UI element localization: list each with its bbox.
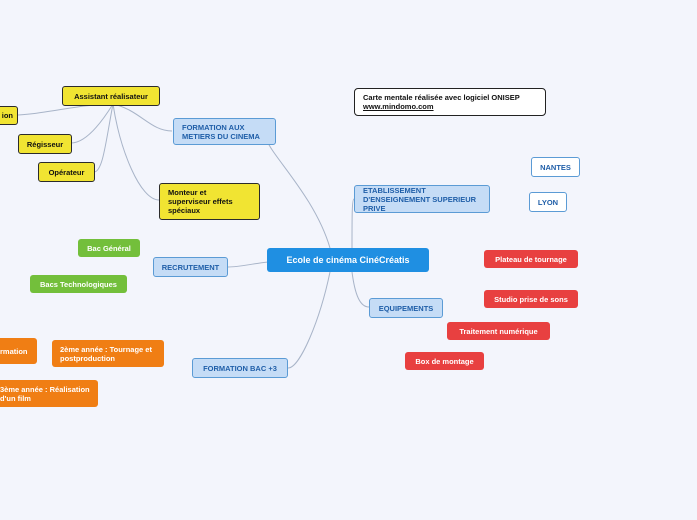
formation-annee3-label: 3ème année : Réalisation d'un film — [0, 384, 90, 403]
link-central-formation-bac3 — [287, 271, 331, 369]
credit-note-link[interactable]: www.mindomo.com — [363, 102, 434, 111]
metier-cut-left-label: ion — [1, 111, 13, 120]
branch-formation-metiers-label: FORMATION AUX METIERS DU CINEMA — [182, 122, 260, 141]
equipement-traitement[interactable]: Traitement numérique — [447, 322, 550, 340]
link-central-formation-metiers — [265, 130, 331, 249]
central-node-label: Ecole de cinéma CinéCréatis — [286, 254, 410, 265]
equipement-plateau-label: Plateau de tournage — [495, 254, 567, 264]
branch-recrutement[interactable]: RECRUTEMENT — [153, 257, 228, 277]
branch-equipements-label: EQUIPEMENTS — [378, 303, 434, 313]
formation-annee1-label: rmation — [0, 346, 28, 356]
metier-regisseur-label: Régisseur — [26, 139, 64, 149]
metier-operateur-label: Opérateur — [48, 167, 85, 177]
branch-formation-bac3-label: FORMATION BAC +3 — [203, 363, 277, 373]
link-assistant-operateur — [93, 103, 114, 173]
branch-formation-metiers[interactable]: FORMATION AUX METIERS DU CINEMA — [173, 118, 276, 145]
equipement-studio-label: Studio prise de sons — [494, 294, 568, 304]
branch-formation-bac3[interactable]: FORMATION BAC +3 — [192, 358, 288, 378]
ville-nantes-label: NANTES — [540, 162, 571, 172]
link-central-recrutement — [227, 261, 269, 268]
link-assistant-monteur — [112, 103, 160, 201]
credit-note: Carte mentale réalisée avec logiciel ONI… — [354, 88, 546, 116]
recrutement-bacs-techno[interactable]: Bacs Technologiques — [30, 275, 127, 293]
central-node[interactable]: Ecole de cinéma CinéCréatis — [267, 248, 429, 272]
link-central-equipements — [351, 271, 370, 308]
branch-recrutement-label: RECRUTEMENT — [161, 262, 220, 272]
ville-nantes[interactable]: NANTES — [531, 157, 580, 177]
metier-regisseur[interactable]: Régisseur — [18, 134, 72, 154]
branch-equipements[interactable]: EQUIPEMENTS — [369, 298, 443, 318]
ville-lyon-label: LYON — [537, 197, 559, 207]
equipement-traitement-label: Traitement numérique — [459, 326, 538, 336]
link-central-etablissement — [351, 198, 355, 249]
metier-assistant-realisateur[interactable]: Assistant réalisateur — [62, 86, 160, 106]
link-assistant-regisseur — [70, 103, 114, 144]
formation-annee2[interactable]: 2ème année : Tournage et postproduction — [52, 340, 164, 367]
formation-annee3[interactable]: 3ème année : Réalisation d'un film — [0, 380, 98, 407]
formation-annee2-label: 2ème année : Tournage et postproduction — [60, 344, 152, 363]
ville-lyon[interactable]: LYON — [529, 192, 567, 212]
metier-cut-left[interactable]: ion — [0, 106, 18, 125]
recrutement-bac-general[interactable]: Bac Général — [78, 239, 140, 257]
metier-assistant-label: Assistant réalisateur — [74, 91, 148, 101]
equipement-studio[interactable]: Studio prise de sons — [484, 290, 578, 308]
recrutement-bacs-techno-label: Bacs Technologiques — [40, 279, 117, 289]
metier-operateur[interactable]: Opérateur — [38, 162, 95, 182]
metier-monteur-label: Monteur et superviseur effets spéciaux — [168, 188, 233, 215]
credit-note-text: Carte mentale réalisée avec logiciel ONI… — [363, 93, 520, 102]
metier-monteur[interactable]: Monteur et superviseur effets spéciaux — [159, 183, 260, 220]
equipement-box-label: Box de montage — [415, 356, 474, 366]
equipement-box[interactable]: Box de montage — [405, 352, 484, 370]
formation-annee1[interactable]: rmation — [0, 338, 37, 364]
recrutement-bac-general-label: Bac Général — [87, 243, 131, 253]
branch-etablissement-label: ETABLISSEMENT D'ENSEIGNEMENT SUPERIEUR P… — [363, 185, 477, 213]
equipement-plateau[interactable]: Plateau de tournage — [484, 250, 578, 268]
branch-etablissement[interactable]: ETABLISSEMENT D'ENSEIGNEMENT SUPERIEUR P… — [354, 185, 490, 213]
